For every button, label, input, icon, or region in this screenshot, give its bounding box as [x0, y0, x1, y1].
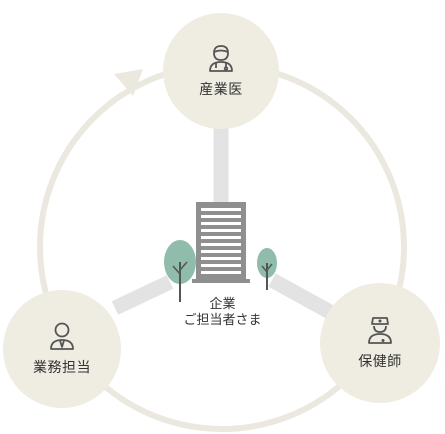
center-label-line1: 企業 [209, 297, 236, 312]
node-industrial-physician: 産業医 [163, 13, 279, 129]
tree-left-icon [164, 240, 196, 302]
doctor-icon [209, 45, 233, 72]
center-label-line2: ご担当者さま [183, 313, 262, 328]
tree-right-icon [257, 248, 277, 290]
spoke-left [111, 275, 174, 315]
node-business-staff: 業務担当 [3, 290, 121, 408]
spokes [111, 125, 334, 319]
center-label: 企業 ご担当者さま [165, 297, 280, 329]
node-label-industrial-physician: 産業医 [199, 82, 243, 98]
cycle-arrow-icon [114, 69, 143, 96]
office-building-icon [192, 202, 250, 283]
staff-icon [50, 322, 74, 350]
spoke-right [268, 273, 334, 319]
node-public-health-nurse: 保健師 [320, 283, 440, 403]
node-label-business-staff: 業務担当 [33, 360, 91, 376]
node-label-public-health-nurse: 保健師 [358, 354, 402, 370]
nurse-icon [368, 317, 392, 344]
